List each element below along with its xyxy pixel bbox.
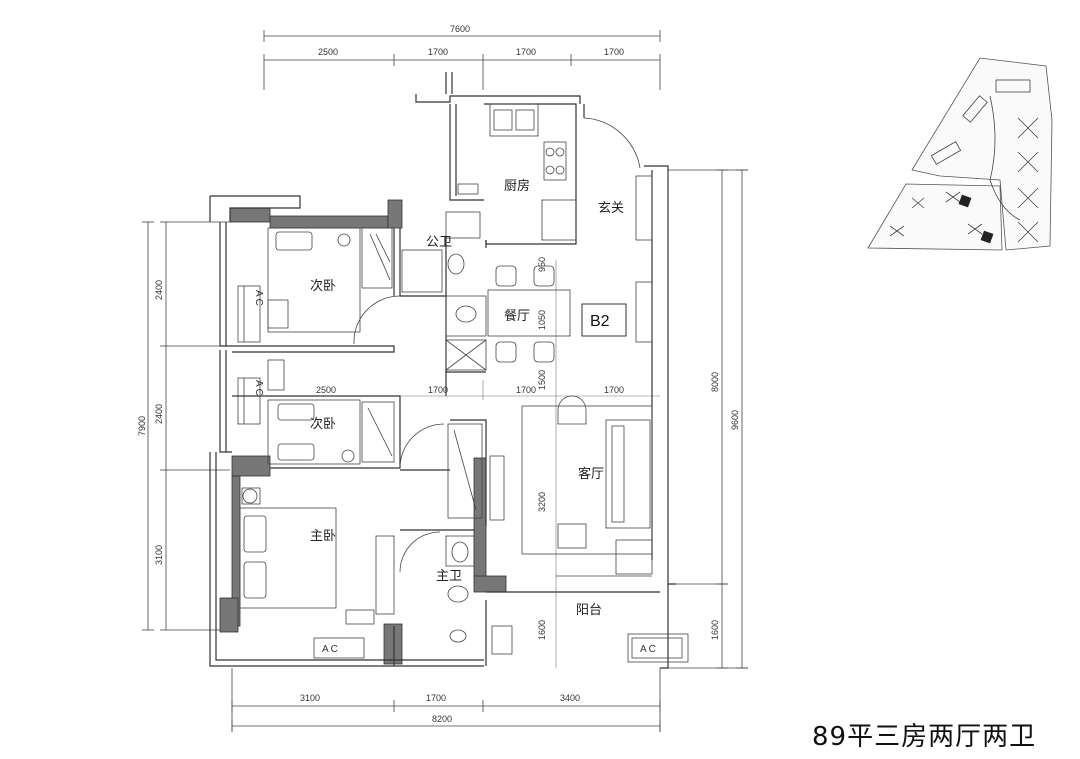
caption-title: 89平三房两厅两卫 [812, 722, 1037, 752]
room-master-bedroom: 主卧 [310, 529, 336, 544]
dim-inner-950: 950 [537, 257, 547, 272]
dim-inner-3200: 3200 [537, 492, 547, 512]
site-plan-buildings [889, 79, 1039, 243]
dining-set [487, 265, 571, 363]
outer-walls [209, 72, 676, 669]
dim-bottom-2: 1700 [426, 693, 446, 703]
top-dimensions [263, 30, 661, 90]
walls [219, 199, 507, 665]
master-bath-fixtures [445, 423, 513, 655]
unit-label-box [581, 303, 627, 337]
dim-top-3: 1700 [516, 47, 536, 57]
windows [237, 175, 689, 663]
dim-mid-1: 2500 [316, 385, 336, 395]
ac-label-balcony: AC [640, 644, 658, 655]
dim-inner-1500: 1500 [537, 370, 547, 390]
room-entrance: 玄关 [598, 201, 624, 216]
site-plan-thumbnail [867, 57, 1053, 251]
dim-top-total: 7600 [450, 24, 470, 34]
public-bath-fixtures [353, 211, 487, 371]
dim-right-inner: 8000 [710, 372, 720, 392]
dim-bottom-1: 3100 [300, 693, 320, 703]
dim-inner-1050: 1050 [537, 310, 547, 330]
dim-left-total: 7900 [137, 416, 147, 436]
dim-left-1: 2400 [154, 280, 164, 300]
ac-units [267, 359, 683, 659]
dim-bottom-total: 8200 [432, 714, 452, 724]
dim-mid-3: 1700 [516, 385, 536, 395]
ac-label-bedroom1: AC [253, 290, 264, 308]
kitchen-fixtures [457, 103, 641, 241]
dim-top-2: 1700 [428, 47, 448, 57]
bedroom2-furniture [267, 399, 445, 469]
room-living: 客厅 [578, 466, 604, 482]
room-secondary-bedroom-2: 次卧 [310, 416, 336, 432]
dim-right-total: 9600 [730, 410, 740, 430]
ac-label-bedroom2: AC [253, 380, 264, 398]
room-master-bath: 主卫 [436, 569, 462, 584]
master-bedroom-furniture [239, 487, 441, 625]
right-dimensions [668, 169, 748, 669]
dim-bottom-3: 3400 [560, 693, 580, 703]
dim-left-3: 3100 [154, 545, 164, 565]
room-kitchen: 厨房 [504, 178, 530, 194]
ac-label-master: AC [322, 644, 340, 655]
dim-inner-1600: 1600 [537, 620, 547, 640]
unit-label: B2 [590, 313, 610, 330]
dim-right-bottom: 1600 [710, 620, 720, 640]
room-dining: 餐厅 [504, 308, 530, 324]
room-secondary-bedroom-1: 次卧 [310, 278, 336, 294]
living-furniture [521, 395, 653, 577]
room-balcony: 阳台 [576, 603, 602, 618]
bottom-dimensions [231, 668, 661, 732]
dim-mid-2: 1700 [428, 385, 448, 395]
bedroom1-furniture [267, 227, 393, 333]
room-public-bath: 公卫 [426, 235, 452, 250]
site-plan-markers [958, 194, 994, 244]
dim-left-2: 2400 [154, 404, 164, 424]
dim-top-4: 1700 [604, 47, 624, 57]
dim-mid-4: 1700 [604, 385, 624, 395]
dim-top-1: 2500 [318, 47, 338, 57]
